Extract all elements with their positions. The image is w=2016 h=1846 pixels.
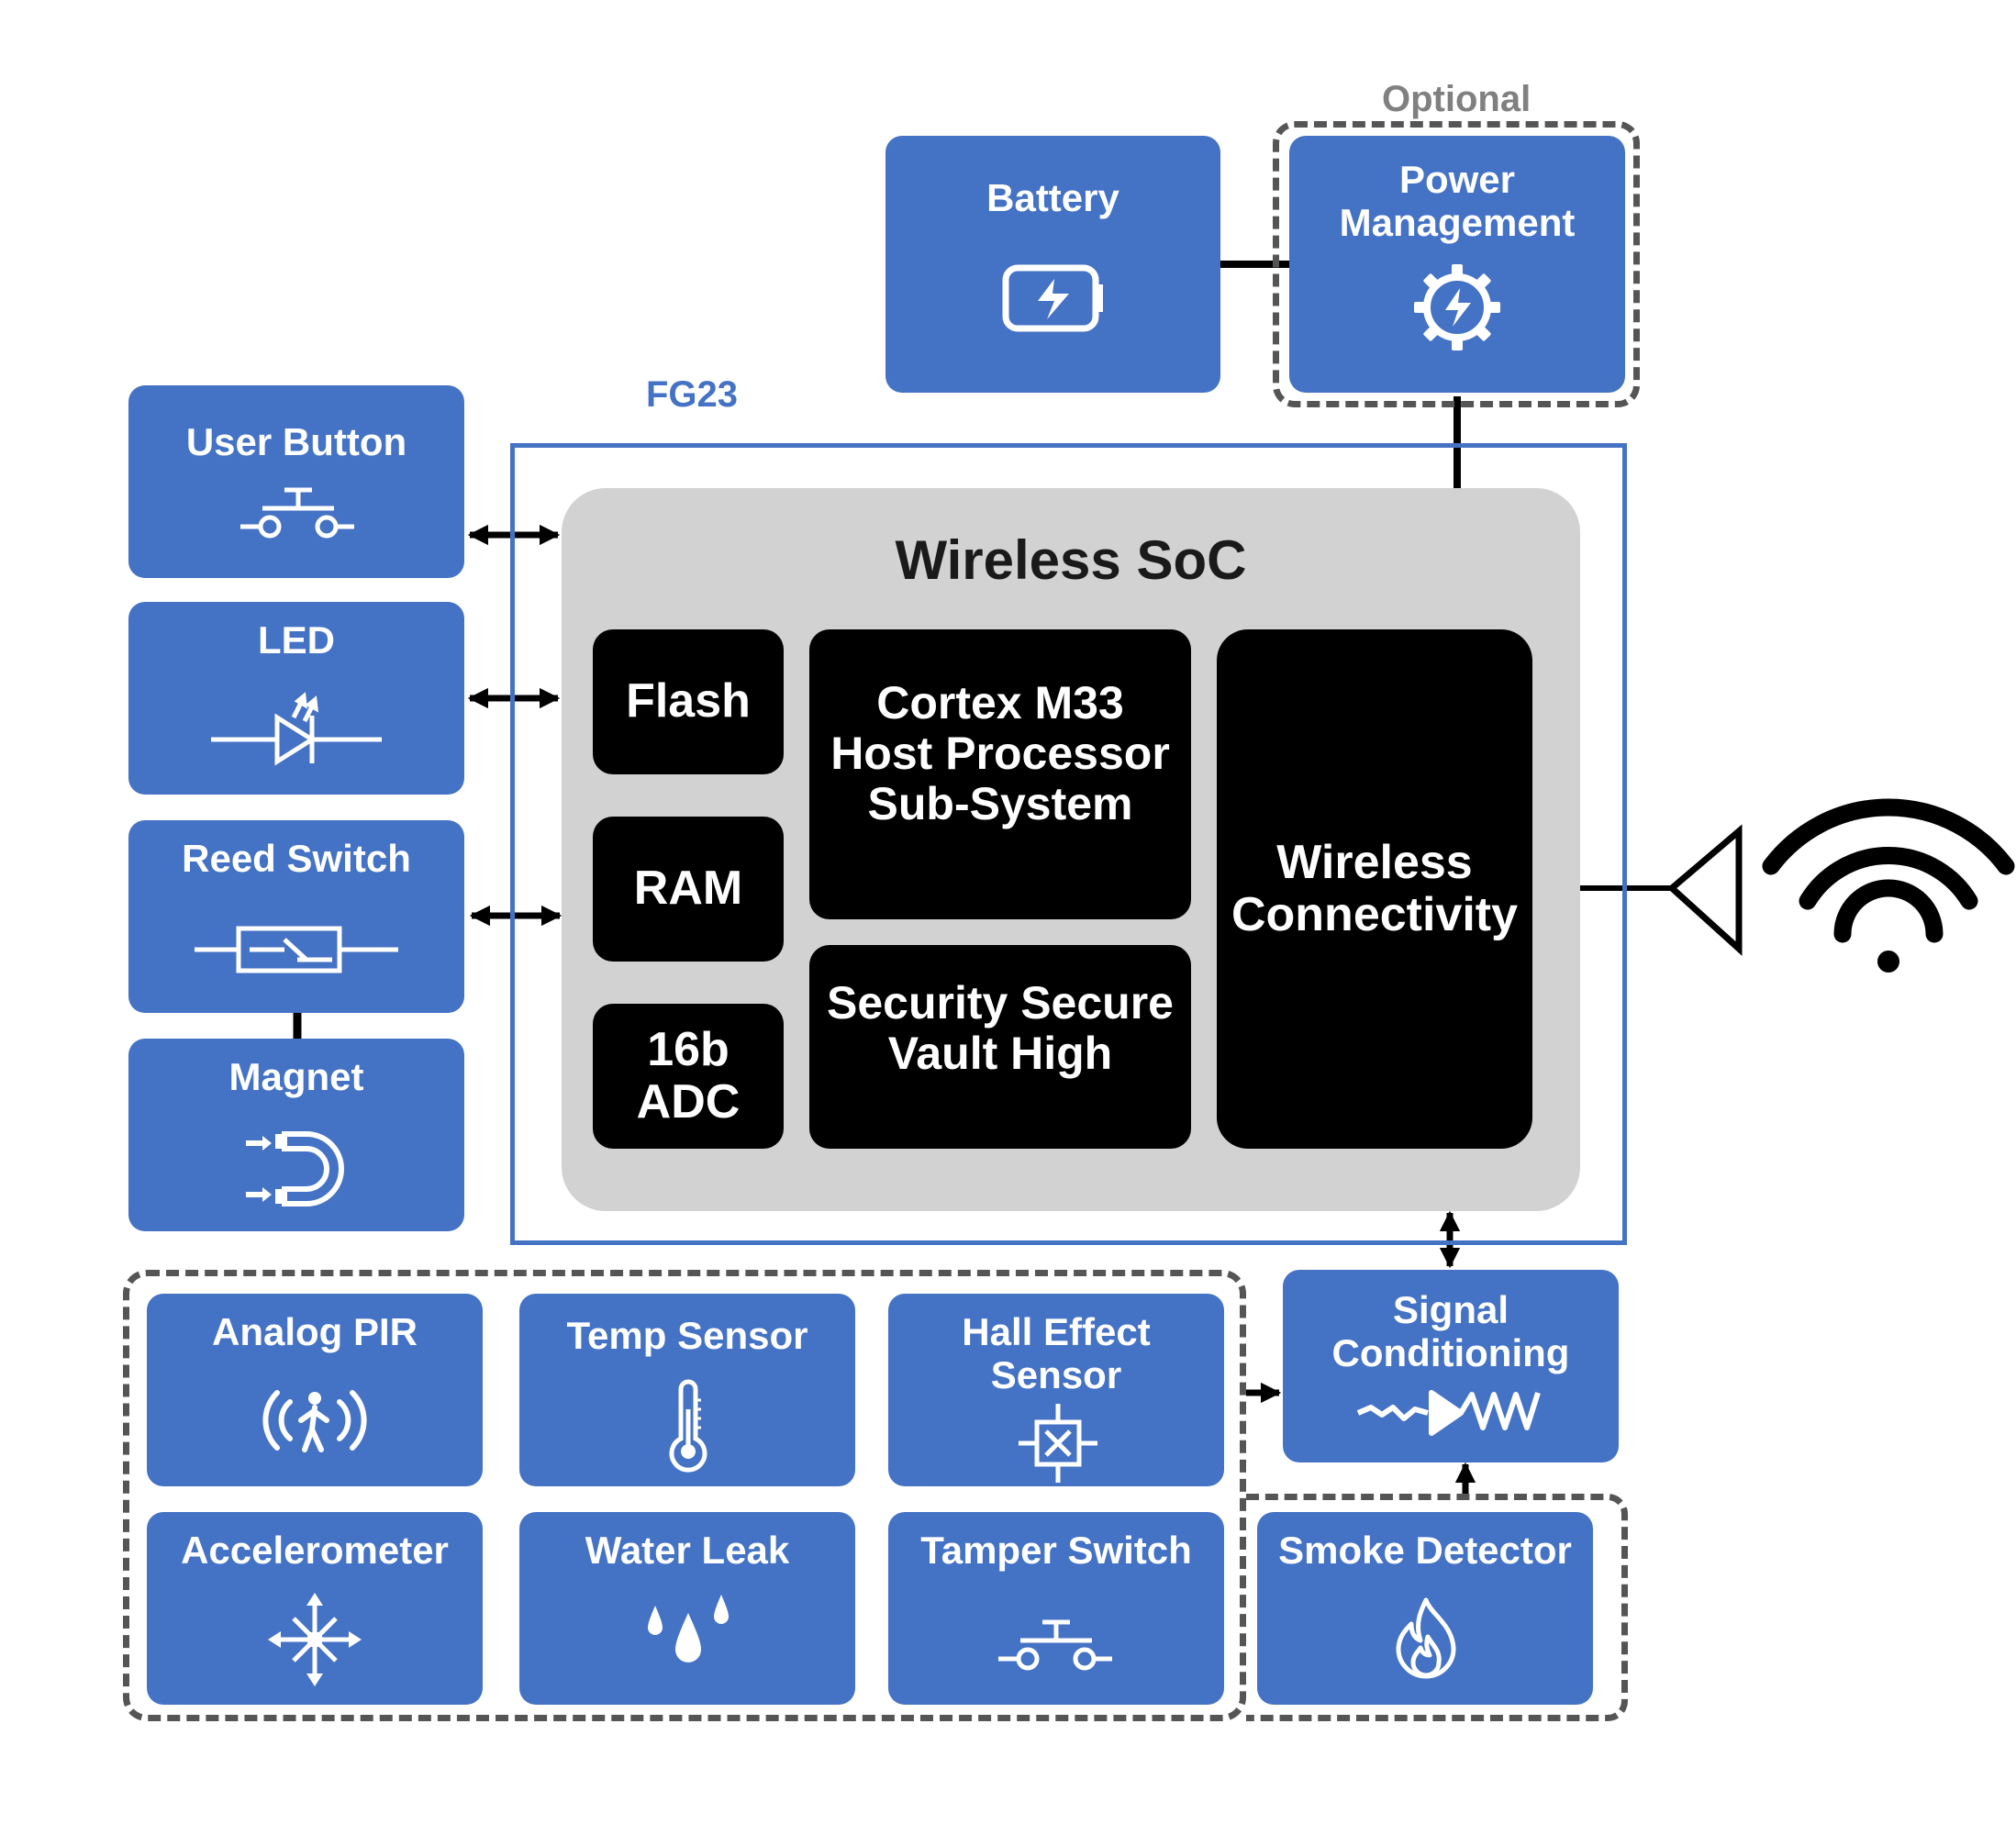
signal-amplifier-icon xyxy=(1356,1390,1541,1436)
hall-effect-label: Hall Effect Sensor xyxy=(962,1310,1151,1397)
magnet-block: Magnet xyxy=(128,1039,464,1231)
optional-label: Optional xyxy=(1382,79,1531,119)
axes-arrows-icon xyxy=(268,1593,362,1686)
smoke-detector-block: Smoke Detector xyxy=(1257,1512,1593,1705)
power-gear-icon xyxy=(1414,264,1500,350)
temp-sensor-label: Temp Sensor xyxy=(566,1314,808,1357)
accelerometer-label: Accelerometer xyxy=(181,1529,449,1572)
flash-block: Flash xyxy=(593,629,784,774)
magnet-icon xyxy=(246,1131,344,1207)
magnet-label: Magnet xyxy=(228,1055,364,1098)
push-button-icon xyxy=(998,1619,1112,1671)
hall-sensor-icon xyxy=(1019,1404,1097,1483)
user-button-label: User Button xyxy=(185,420,407,463)
security-vault-block: Security Secure Vault High xyxy=(809,945,1191,1149)
signal-conditioning-block: Signal Conditioning xyxy=(1283,1270,1619,1462)
reed-switch-block: Reed Switch xyxy=(128,820,464,1013)
wifi-icon xyxy=(1762,798,2015,973)
hall-effect-sensor-block: Hall Effect Sensor xyxy=(888,1294,1224,1486)
fg23-label: FG23 xyxy=(646,374,739,415)
ram-block: RAM xyxy=(593,817,784,962)
water-leak-label: Water Leak xyxy=(585,1529,790,1572)
reed-switch-label: Reed Switch xyxy=(182,837,411,880)
push-button-icon xyxy=(240,487,354,539)
wireless-connectivity-block: Wireless Connectivity xyxy=(1217,629,1532,1149)
smoke-detector-label: Smoke Detector xyxy=(1278,1529,1572,1572)
reed-switch-icon xyxy=(195,926,398,973)
tamper-switch-block: Tamper Switch xyxy=(888,1512,1224,1705)
cortex-m33-block: Cortex M33 Host Processor Sub-System xyxy=(809,629,1191,919)
sensor-group-frame xyxy=(123,1270,1246,1721)
signal-conditioning-label: Signal Conditioning xyxy=(1331,1288,1570,1375)
water-drops-icon xyxy=(648,1595,729,1663)
motion-person-icon xyxy=(262,1390,367,1452)
led-block: LED xyxy=(128,602,464,795)
power-management-label: Power Management xyxy=(1339,158,1576,245)
soc-title: Wireless SoC xyxy=(895,529,1247,591)
smoke-group-frame xyxy=(1246,1494,1628,1721)
water-leak-block: Water Leak xyxy=(519,1512,855,1705)
power-management-block: Power Management xyxy=(1289,136,1625,393)
user-button-block: User Button xyxy=(128,385,464,578)
temp-sensor-block: Temp Sensor xyxy=(519,1294,855,1486)
thermometer-icon xyxy=(669,1379,707,1473)
tamper-switch-label: Tamper Switch xyxy=(920,1529,1192,1572)
analog-pir-label: Analog PIR xyxy=(211,1310,418,1353)
led-label: LED xyxy=(258,618,335,662)
flame-icon xyxy=(1396,1597,1456,1679)
antenna-icon xyxy=(1666,824,1743,956)
accelerometer-block: Accelerometer xyxy=(147,1512,483,1705)
battery-label: Battery xyxy=(986,176,1119,219)
analog-pir-block: Analog PIR xyxy=(147,1294,483,1486)
battery-charging-icon xyxy=(1002,264,1103,332)
adc-block: 16b ADC xyxy=(593,1004,784,1149)
battery-block: Battery xyxy=(885,136,1220,393)
led-diode-icon xyxy=(211,692,382,766)
optional-group-frame xyxy=(1273,121,1640,407)
fg23-frame xyxy=(510,443,1627,1245)
